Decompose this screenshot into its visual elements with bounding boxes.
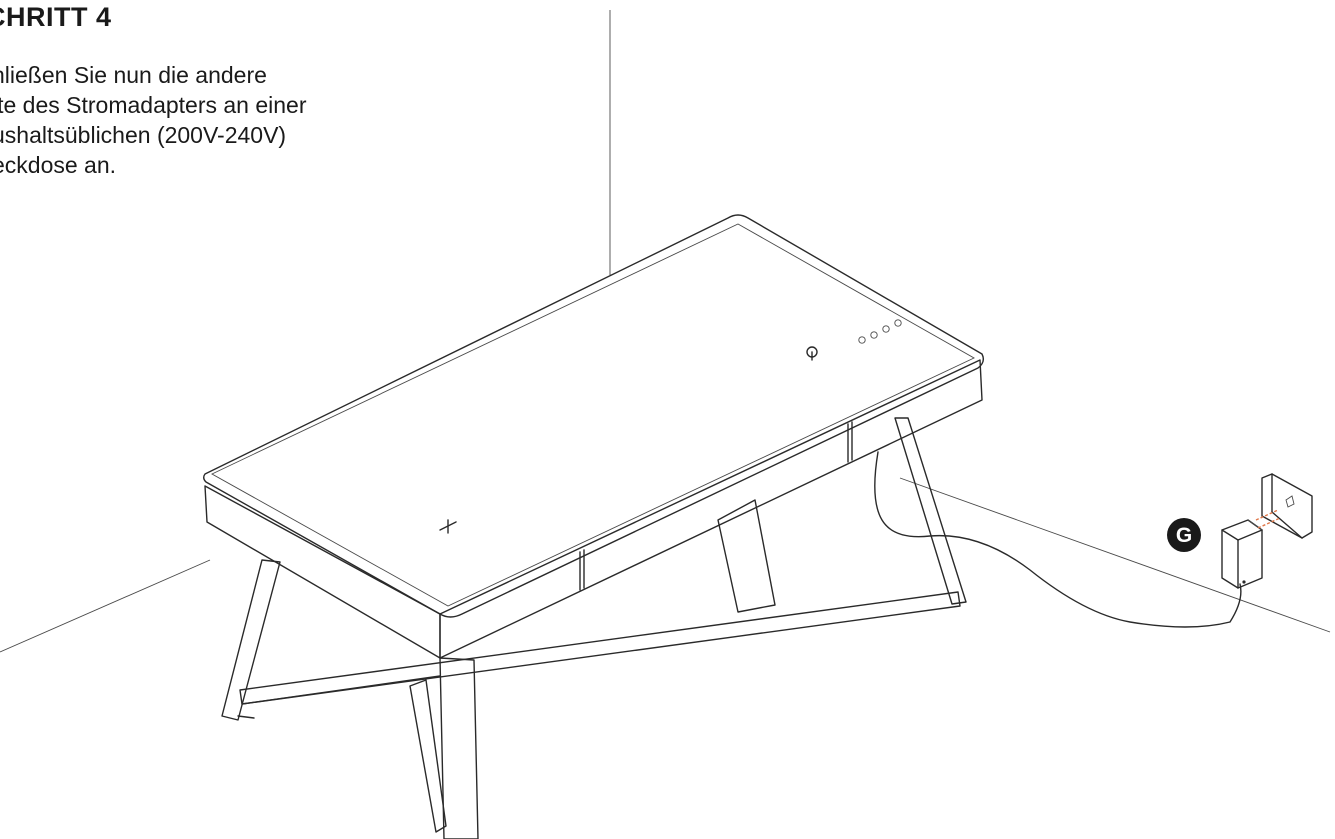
- step-title: CHRITT 4: [0, 2, 112, 32]
- desk-body: [204, 359, 983, 659]
- desk-frame-rails: [239, 591, 961, 705]
- plug-pins: [1255, 509, 1281, 529]
- callout-label: G: [1176, 524, 1192, 547]
- instruction-line: hließen Sie nun die andere: [0, 62, 267, 88]
- desk-leg-front-left: [221, 559, 281, 721]
- wall-socket: [1261, 473, 1313, 539]
- step-instructions: hließen Sie nun die andere ite des Strom…: [0, 60, 412, 180]
- power-adapter: [1221, 519, 1263, 589]
- control-panel-icons: [806, 319, 902, 361]
- instruction-line: ite des Stromadapters an einer: [0, 92, 307, 118]
- room-corner-lines: [0, 10, 1331, 653]
- power-cable: [874, 451, 1242, 628]
- instruction-line: eckdose an.: [0, 152, 117, 178]
- desk-diagonal-brace: [409, 679, 447, 833]
- desk-top: [203, 214, 985, 618]
- callout-badge-g: G: [1167, 518, 1201, 552]
- desk-leg-back-right: [717, 417, 967, 613]
- desk-leg-front-center: [439, 657, 479, 839]
- instruction-line: ushaltsüblichen (200V-240V): [0, 122, 287, 148]
- charging-pad-icon: [439, 519, 457, 534]
